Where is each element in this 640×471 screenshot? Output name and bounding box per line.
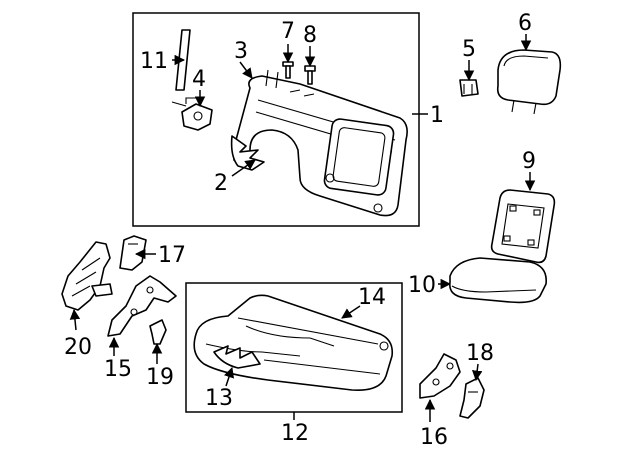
- callout-3: 3: [234, 39, 248, 64]
- callout-9: 9: [522, 149, 536, 174]
- callout-18: 18: [466, 341, 494, 366]
- headrest-guide[interactable]: [459, 79, 479, 97]
- seat-cushion-pad[interactable]: [449, 257, 547, 304]
- retaining-clip[interactable]: [149, 319, 167, 345]
- callout-8: 8: [303, 23, 317, 48]
- seat-cushion-cover-cutaway[interactable]: [213, 345, 261, 369]
- callout-2: 2: [214, 171, 228, 196]
- callout-labels: 1 2 3 4 5 6 7 8 9 10 11 12 13 14 15 16 1…: [64, 11, 536, 450]
- cushion-bracket[interactable]: [419, 353, 461, 399]
- callout-1: 1: [430, 103, 444, 128]
- callout-19: 19: [146, 365, 174, 390]
- callout-17: 17: [158, 243, 186, 268]
- callout-13: 13: [205, 386, 233, 411]
- callout-15: 15: [104, 357, 132, 382]
- seat-back-panel[interactable]: [490, 189, 556, 264]
- hinge-bracket[interactable]: [107, 275, 177, 337]
- leader-3: [239, 61, 253, 79]
- seat-back-assembly[interactable]: [233, 69, 408, 217]
- leader-14: [341, 305, 361, 319]
- side-cover[interactable]: [459, 377, 485, 419]
- headrest[interactable]: [496, 49, 562, 115]
- leader-2: [231, 159, 256, 177]
- callout-20: 20: [64, 335, 92, 360]
- seat-back-group-frame: [132, 12, 420, 227]
- seat-back-latch-bracket[interactable]: [171, 97, 213, 131]
- callout-5: 5: [462, 37, 476, 62]
- callout-16: 16: [420, 425, 448, 450]
- callout-11: 11: [140, 49, 168, 74]
- seat-back-cover-cutaway[interactable]: [230, 135, 265, 171]
- bolt-7[interactable]: [282, 61, 294, 79]
- leader-18: [471, 363, 483, 382]
- bolt-8[interactable]: [304, 65, 316, 85]
- callout-14: 14: [358, 285, 386, 310]
- callout-4: 4: [192, 67, 206, 92]
- callout-6: 6: [518, 11, 532, 36]
- callout-7: 7: [281, 19, 295, 44]
- leader-lines: [69, 34, 536, 422]
- trim-cap[interactable]: [119, 235, 147, 271]
- side-trim-panel[interactable]: [61, 241, 113, 311]
- leader-13: [224, 367, 234, 387]
- leader-20: [69, 308, 81, 331]
- callout-10: 10: [408, 273, 436, 298]
- callout-12: 12: [281, 421, 309, 446]
